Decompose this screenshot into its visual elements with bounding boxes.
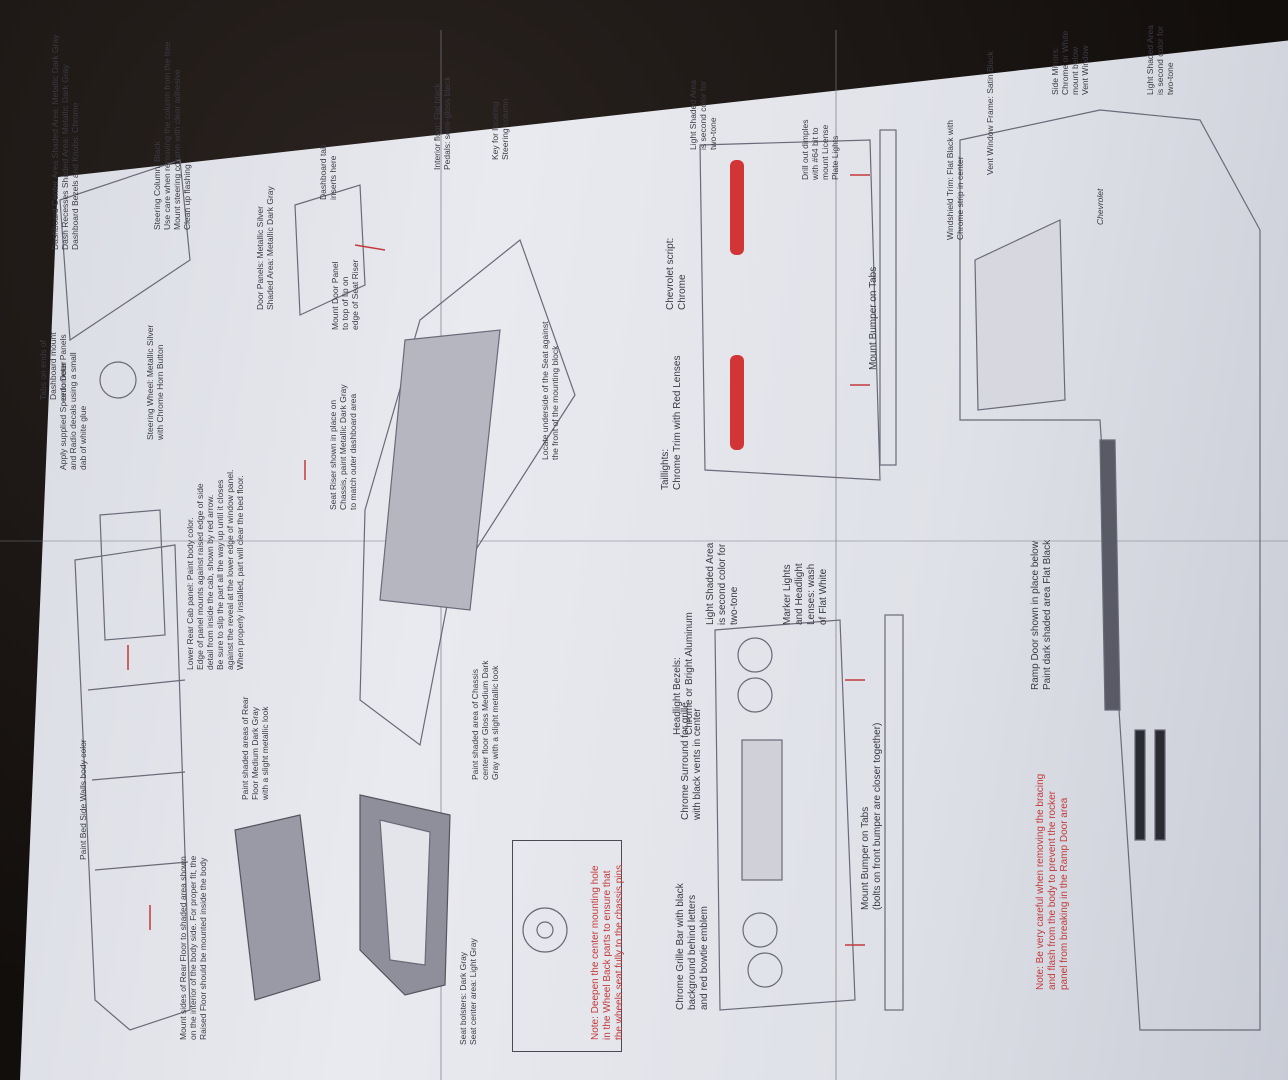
label-mount-door-panel: Mount Door Panel to top of lip on edge o… [330, 259, 360, 330]
label-light-shaded-rear: Light Shaded Area is second color for tw… [688, 80, 718, 150]
label-ramp-door: Ramp Door shown in place below Paint dar… [1030, 539, 1053, 690]
rear-bumper-drawing [879, 129, 897, 466]
label-windshield: Windshield Trim: Flat Black with Chrome … [945, 120, 965, 240]
steering-wheel-drawing [99, 361, 137, 399]
red-arrows [127, 174, 870, 946]
label-key-steering: Key for locating Steering column [490, 98, 510, 160]
wheel-note-box [512, 840, 622, 1052]
label-rear-floor-paint: Paint shaded areas of Rear Floor Medium … [240, 696, 270, 800]
label-marker-lights: Marker Lights and Headlight Lenses: wash… [782, 563, 829, 625]
label-steering-column: Steering Column: Black Use care when rem… [152, 41, 192, 230]
label-chevrolet-script: Chevrolet script: Chrome [665, 237, 688, 310]
lower-rear-cab-drawing [99, 509, 166, 641]
label-seat-locate: Locate underside of the Seat against the… [540, 321, 560, 460]
label-bed-side-walls: Paint Bed Side Walls body color [78, 739, 88, 860]
dashboard-drawing [59, 159, 191, 342]
label-rear-floor: Mount sides of Rear Floor to shaded area… [178, 855, 208, 1040]
fold-line [0, 540, 1288, 542]
label-light-shaded-side: Light Shaded Area is second color for tw… [1145, 25, 1175, 95]
label-lower-rear-cab: Lower Rear Cab panel: Paint body color. … [185, 469, 245, 670]
label-interior-floor: Interior floor: Flat black Pedals: semi-… [432, 76, 452, 170]
label-dashboard: Dashboard Center Area Shaded Area: Metal… [50, 34, 80, 250]
taillight-lenses [730, 160, 744, 450]
fold-line [835, 30, 837, 1080]
label-steering-wheel: Steering Wheel: Metallic Silver with Chr… [145, 324, 165, 440]
paper [20, 40, 1288, 1080]
chevrolet-badge: Chevrolet [1095, 188, 1105, 225]
ramp-door-drawing [1099, 439, 1121, 711]
front-bumper-drawing [884, 614, 904, 1011]
label-vent-window: Vent Window Frame: Satin Black [985, 51, 995, 175]
label-chrome-surround: Chrome Surround for grille with black ve… [680, 702, 703, 820]
rear-floor-drawing [234, 814, 321, 1001]
label-seat-bolsters: Seat bolsters: Dark Gray Seat center are… [458, 938, 478, 1045]
label-taillights: Taillights: Chrome Trim with Red Lenses [660, 355, 683, 491]
label-light-shaded-front: Light Shaded Area is second color for tw… [705, 542, 740, 625]
label-side-mirrors: Side Mirrors: Chrome or White mount belo… [1050, 30, 1090, 95]
truck-rear-drawing [699, 139, 881, 481]
label-note-bracing: Note: Be very careful when removing the … [1035, 773, 1070, 990]
label-dash-tab: Dashboard tab inserts here [318, 144, 338, 200]
label-chrome-grille: Chrome Grille Bar with black background … [675, 883, 710, 1010]
label-mount-bumper-rear: Mount Bumper on Tabs [868, 266, 879, 370]
door-panel-drawing [294, 184, 366, 316]
wheel-back-drawing [522, 907, 568, 953]
label-note-wheel: Note: Deepen the center mounting hole in… [590, 862, 625, 1040]
label-seat-riser: Seat Riser shown in place on Chassis, pa… [328, 384, 358, 510]
label-door-panels: Door Panels: Metallic Silver Shaded Area… [255, 186, 275, 310]
label-mount-bumper-front: Mount Bumper on Tabs (bolts on front bum… [860, 722, 883, 910]
label-speedometer: Apply supplied Speedometer and Radio dec… [58, 352, 88, 470]
truck-side-drawing [959, 109, 1261, 1031]
bed-side-wall-drawing [74, 544, 191, 1031]
chassis-drawing [359, 239, 576, 747]
label-chassis-floor: Paint shaded area of Chassis center floo… [470, 660, 500, 780]
truck-front-drawing [714, 619, 856, 1011]
label-drill-dimples: Drill out dimples with #64 bit to mount … [800, 119, 840, 180]
